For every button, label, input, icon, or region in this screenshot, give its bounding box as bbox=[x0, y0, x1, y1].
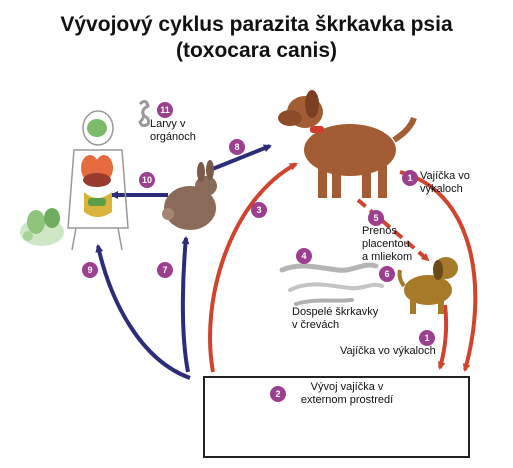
diagram-title-line1: Vývojový cyklus parazita škrkavka psia bbox=[60, 13, 453, 36]
step-badge-5: 5 bbox=[368, 210, 384, 226]
human-body-icon bbox=[67, 110, 129, 251]
step-badge-9: 9 bbox=[82, 262, 98, 278]
puppy-icon bbox=[397, 257, 458, 314]
step-badge-11: 11 bbox=[157, 102, 173, 118]
step-badge-1-top: 1 bbox=[402, 170, 418, 186]
step-badge-8: 8 bbox=[229, 139, 245, 155]
step-badge-3: 3 bbox=[251, 202, 267, 218]
arrow-puppy-to-ground bbox=[437, 304, 449, 370]
step-badge-6: 6 bbox=[379, 266, 395, 282]
rabbit-icon bbox=[162, 160, 217, 230]
label-eggs-feces-bottom: Vajíčka vo výkaloch bbox=[340, 345, 436, 357]
step-badge-7: 7 bbox=[157, 262, 173, 278]
arrow-ground-to-rabbit bbox=[180, 236, 190, 373]
plant-icon bbox=[20, 208, 64, 246]
arrow-ground-to-dog bbox=[208, 162, 298, 373]
dog-icon bbox=[278, 90, 417, 198]
step-badge-10: 10 bbox=[139, 172, 155, 188]
arrow-ground-to-human bbox=[95, 244, 191, 380]
step-badge-1-bottom: 1 bbox=[419, 330, 435, 346]
worms-icon bbox=[279, 262, 384, 306]
arrow-rabbit-to-dog bbox=[209, 144, 272, 172]
egg-development-box bbox=[203, 376, 470, 458]
diagram-title-line2: (toxocara canis) bbox=[175, 39, 338, 62]
step-badge-2: 2 bbox=[270, 386, 286, 402]
step-badge-4: 4 bbox=[296, 248, 312, 264]
arrow-dog-to-ground bbox=[399, 170, 478, 372]
larva-coil-icon bbox=[138, 99, 150, 128]
